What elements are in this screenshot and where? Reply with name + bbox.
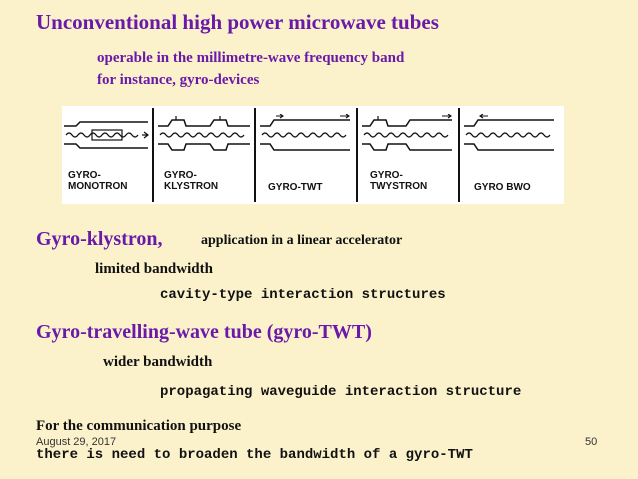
- device-label-twystron: GYRO- TWYSTRON: [370, 170, 428, 192]
- twt-point-1: wider bandwidth: [103, 354, 213, 370]
- page-number: 50: [585, 436, 598, 448]
- gyro-twt-panel: GYRO-TWT: [256, 106, 356, 204]
- klystron-note: application in a linear accelerator: [201, 233, 403, 248]
- purpose-line-2: there is need to broaden the bandwidth o…: [36, 447, 473, 463]
- klystron-heading: Gyro-klystron,: [36, 228, 163, 250]
- purpose-line-1: For the communication purpose: [36, 418, 242, 434]
- panel-divider: [356, 108, 358, 202]
- klystron-point-2: cavity-type interaction structures: [160, 287, 446, 303]
- gyro-monotron-panel: GYRO- MONOTRON: [62, 106, 154, 204]
- device-label-twt: GYRO-TWT: [268, 182, 323, 193]
- footer-date: August 29, 2017: [36, 436, 117, 448]
- intro-line-2: for instance, gyro-devices: [97, 72, 260, 88]
- gyro-monotron-schematic: [64, 121, 149, 149]
- device-label-klystron: GYRO- KLYSTRON: [164, 170, 219, 192]
- panel-divider: [458, 108, 460, 202]
- klystron-point-1: limited bandwidth: [95, 261, 213, 277]
- gyro-klystron-schematic: [158, 116, 250, 151]
- panel-divider: [152, 108, 154, 202]
- device-label-bwo: GYRO BWO: [474, 182, 531, 193]
- gyro-twt-schematic: [260, 114, 350, 151]
- gyro-devices-figure: GYRO- MONOTRON GYRO- KLYSTRON GYRO-TWT: [62, 106, 564, 204]
- gyro-bwo-panel: GYRO BWO: [460, 106, 564, 204]
- device-label-monotron: GYRO- MONOTRON: [68, 170, 128, 192]
- intro-line-1: operable in the millimetre-wave frequenc…: [97, 50, 405, 66]
- gyro-twystron-panel: GYRO- TWYSTRON: [358, 106, 458, 204]
- gyro-bwo-schematic: [464, 114, 554, 151]
- panel-divider: [254, 108, 256, 202]
- slide-title: Unconventional high power microwave tube…: [36, 10, 439, 34]
- gyro-twystron-schematic: [362, 114, 452, 151]
- gyro-klystron-panel: GYRO- KLYSTRON: [154, 106, 254, 204]
- twt-point-2: propagating waveguide interaction struct…: [160, 384, 522, 400]
- twt-heading: Gyro-travelling-wave tube (gyro-TWT): [36, 321, 372, 343]
